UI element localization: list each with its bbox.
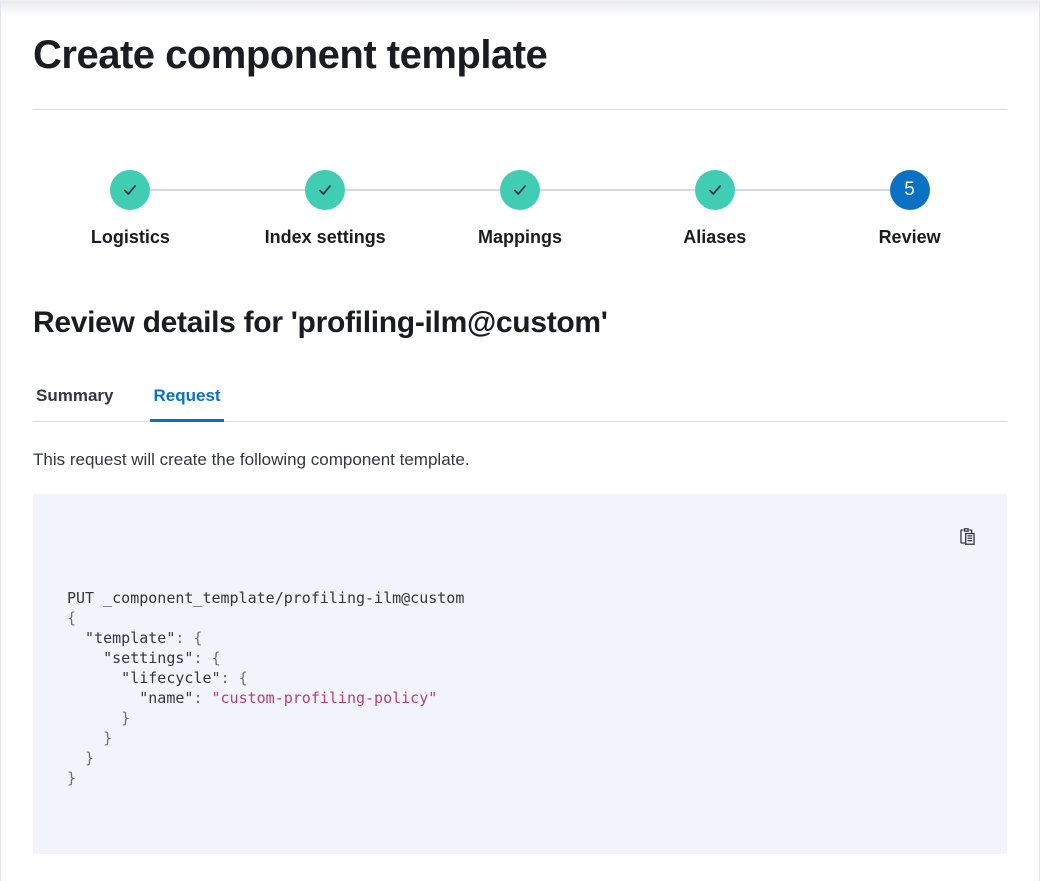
code-lines: PUT _component_template/profiling-ilm@cu… xyxy=(67,588,973,788)
request-description: This request will create the following c… xyxy=(33,450,470,469)
step-label: Aliases xyxy=(683,227,747,247)
step-label: Mappings xyxy=(477,227,562,247)
step-status-complete xyxy=(499,170,540,210)
page-title: Create component template xyxy=(33,33,548,77)
step-status-complete xyxy=(110,170,151,210)
tab-request[interactable]: Request xyxy=(150,371,224,422)
title-divider xyxy=(33,109,1007,110)
step-index-settings[interactable]: Index settings xyxy=(227,170,423,249)
code-line: "settings": { xyxy=(67,649,221,667)
code-line: "name": "custom-profiling-policy" xyxy=(67,689,438,707)
horizontal-stepper: Logistics Index settings Mappings Aliase… xyxy=(33,170,1007,249)
tab-summary[interactable]: Summary xyxy=(33,371,116,421)
code-line: PUT _component_template/profiling-ilm@cu… xyxy=(67,589,465,607)
step-aliases[interactable]: Aliases xyxy=(617,170,812,249)
code-line: "template": { xyxy=(67,629,203,647)
step-mappings[interactable]: Mappings xyxy=(422,170,618,249)
review-heading: Review details for 'profiling-ilm@custom… xyxy=(33,306,608,339)
check-icon xyxy=(514,185,526,195)
step-label: Index settings xyxy=(264,227,386,247)
copy-to-clipboard-button[interactable] xyxy=(955,524,979,548)
step-logistics[interactable]: Logistics xyxy=(33,170,228,249)
check-icon xyxy=(319,185,332,195)
copy-clipboard-icon xyxy=(959,527,975,545)
code-line: } xyxy=(67,709,131,727)
step-status-current: 5 xyxy=(889,170,930,210)
check-icon xyxy=(708,185,721,195)
step-number: 5 xyxy=(904,179,915,200)
step-status-complete xyxy=(694,170,735,210)
code-line: { xyxy=(67,609,77,627)
code-line: } xyxy=(67,749,95,767)
step-status-complete xyxy=(305,170,346,210)
code-line: "lifecycle": { xyxy=(67,669,248,687)
check-icon xyxy=(124,185,137,195)
request-code-block: PUT _component_template/profiling-ilm@cu… xyxy=(33,494,1007,854)
code-line: } xyxy=(67,729,113,747)
code-line: } xyxy=(67,769,77,787)
step-label: Logistics xyxy=(90,227,170,247)
step-review[interactable]: 5 Review xyxy=(812,170,1007,249)
review-tabs: Summary Request xyxy=(33,371,1007,422)
step-label: Review xyxy=(878,227,941,247)
